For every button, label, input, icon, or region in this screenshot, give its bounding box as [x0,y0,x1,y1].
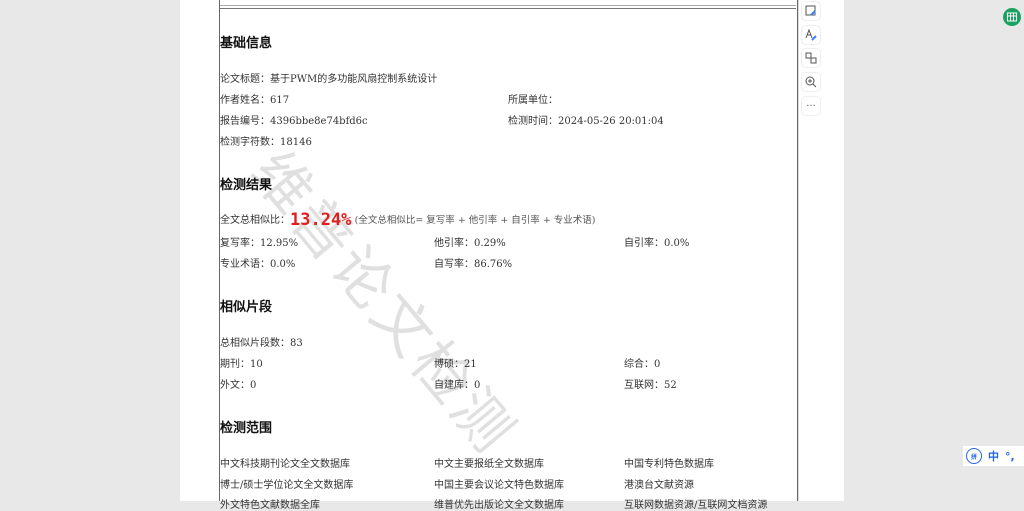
viewer-background-right [844,0,1024,501]
image-edit-icon[interactable] [802,2,820,20]
section-heading-fragments: 相似片段 [220,300,273,315]
section-heading-results: 检测结果 [220,178,273,193]
scope-item: 中国专利特色数据库 [624,459,714,470]
term-rate: 专业术语：0.0% [220,259,296,270]
check-time: 检测时间：2024-05-26 20:01:04 [508,116,664,127]
text-edit-icon[interactable] [802,26,820,44]
scope-item: 中文主要报纸全文数据库 [434,459,544,470]
header-rule [220,5,796,6]
scope-item: 互联网数据资源/互联网文档资源 [624,500,768,511]
scope-item: 中文科技期刊论文全文数据库 [220,459,350,470]
affiliation: 所属单位： [508,95,558,106]
fragment-foreign: 外文：0 [220,380,257,391]
copy-rate: 复写率：12.95% [220,238,299,249]
more-icon[interactable]: ··· [802,97,820,115]
scope-item: 维普优先出版论文全文数据库 [434,500,564,511]
spreadsheet-app-icon[interactable] [1003,8,1021,26]
document-page [180,0,798,501]
author-name: 作者姓名：617 [220,95,290,106]
convert-icon[interactable] [802,49,820,67]
formula-note: (全文总相似比= 复写率 + 他引率 + 自引率 + 专业术语) [354,215,596,226]
section-heading-basic: 基础信息 [220,36,273,51]
fragment-internet: 互联网：52 [624,380,677,391]
other-cite-rate: 他引率：0.29% [434,238,506,249]
fragment-total: 总相似片段数：83 [220,338,303,349]
report-id: 报告编号：4396bbe8e74bfd6c [220,116,368,127]
fragment-general: 综合：0 [624,359,661,370]
scope-item: 港澳台文献资源 [624,480,694,491]
zoom-in-icon[interactable] [802,73,820,91]
fragment-selfdb: 自建库：0 [434,380,481,391]
fragment-thesis: 博硕：21 [434,359,477,370]
fragment-journal: 期刊：10 [220,359,263,370]
viewer-background-left [0,0,180,501]
section-heading-scope: 检测范围 [220,421,273,436]
total-similarity: 全文总相似比：13.24% (全文总相似比= 复写率 + 他引率 + 自引率 +… [220,210,596,230]
self-write-rate: 自写率：86.76% [434,259,513,270]
ime-punctuation-icon[interactable]: °, [1005,449,1015,463]
self-cite-rate: 自引率：0.0% [624,238,690,249]
ime-logo-icon[interactable]: 拼 [966,448,982,464]
scope-item: 博士/硕士学位论文全文数据库 [220,480,354,491]
paper-title: 论文标题：基于PWM的多功能风扇控制系统设计 [220,74,438,85]
scope-item: 中国主要会议论文特色数据库 [434,480,564,491]
ime-language-toggle[interactable]: 中 [988,450,999,463]
char-count: 检测字符数：18146 [220,137,312,148]
total-similarity-value: 13.24% [290,210,352,230]
input-method-bar[interactable]: 拼 中 °, [963,446,1024,466]
scope-item: 外文特色文献数据全库 [220,500,320,511]
page-border [219,0,798,501]
header-rule-double [220,8,796,9]
